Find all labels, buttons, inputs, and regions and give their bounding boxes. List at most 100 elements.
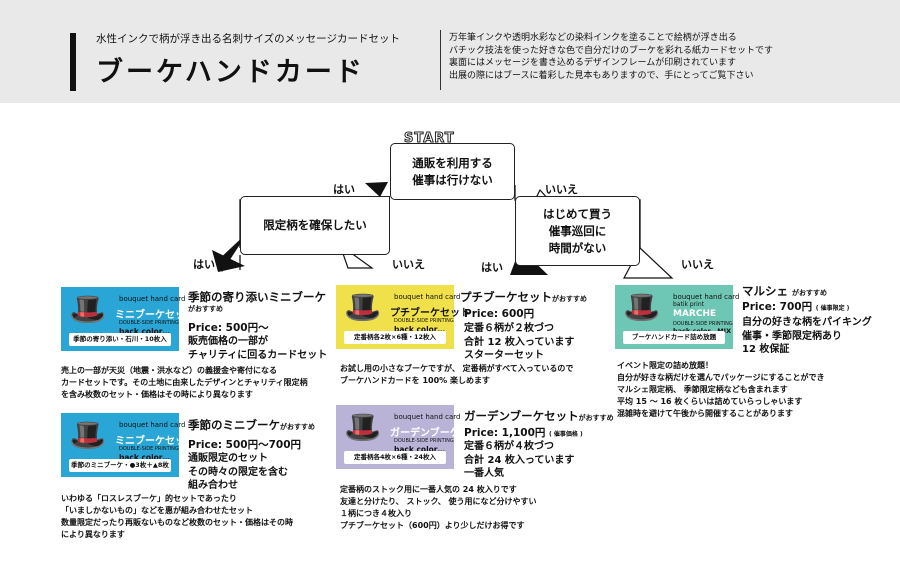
- header-desc-line: バチック技法を使った好きな色で自分だけのブーケを彩れる紙カードセットです: [449, 45, 774, 56]
- desc-line: 数量限定だったり再販ないものなど枚数のセット・価格はその時: [61, 518, 293, 527]
- card-double: DOUBLE-SIDE PRINTING: [673, 321, 733, 327]
- product-price: Price: 500円～700円: [188, 439, 302, 451]
- card-back: back color…: [394, 445, 445, 454]
- highlight-line: 販売価格の一部が: [188, 336, 268, 347]
- card-product-name: プチブーケセット: [390, 308, 470, 319]
- product-price: Price: 500円～: [188, 322, 269, 334]
- start-label: START: [404, 131, 455, 147]
- highlight-line: その時々の限定を含む: [188, 466, 288, 478]
- card-product-name: ミニブーケセット: [115, 310, 195, 321]
- product-description: イベント限定の詰め放題！ 自分が好きな柄だけを選んでパッケージにすることができ …: [617, 360, 825, 420]
- desc-line: 定番柄のストック用に一番人気の 24 枚入りです: [340, 485, 517, 494]
- desc-line: 混雑時を避けて午後から開催することがあります: [617, 409, 793, 418]
- desc-line: により異なります: [61, 530, 125, 539]
- product-highlights: 定番６柄が４枚づつ 合計 24 枚入っています 一番人気: [464, 440, 574, 481]
- card-band: 定番柄各4枚×6種・24枚入: [344, 451, 446, 464]
- header: 水性インクで柄が浮き出る名刺サイズのメッセージカードセット ブーケハンドカード …: [0, 0, 900, 103]
- question-line: はじめて買う: [543, 206, 612, 221]
- witch-hat-icon: 🎩: [623, 290, 661, 325]
- product-highlights: 販売価格の一部が チャリティに回るカードセット: [188, 335, 327, 362]
- desc-line: ブーケハンドカードを 100% 楽しめます: [340, 376, 490, 385]
- highlight-line: スターターセット: [464, 350, 544, 361]
- card-band: 定番柄各2枚×6種・12枚入: [344, 331, 446, 344]
- label-no: いいえ: [392, 258, 425, 271]
- card-band: ブーケハンドカード詰め放題: [623, 331, 725, 344]
- product-name: 季節のミニブーケ: [188, 418, 280, 432]
- question-first-box: はじめて買う 催事巡回に 時間がない: [515, 196, 640, 266]
- witch-hat-icon: 🎩: [69, 292, 107, 327]
- product-price: Price: 1,100円 ( 催事価格 ): [464, 425, 583, 440]
- card-brand: bouquet hand card: [673, 293, 740, 301]
- product-name: プチブーケセット: [460, 290, 552, 304]
- header-accent-bar: [70, 33, 76, 91]
- highlight-line: 定番６柄が２枚づつ: [464, 323, 554, 334]
- card-double: DOUBLE-SIDE PRINTING: [394, 318, 454, 324]
- label-yes: はい: [333, 183, 355, 196]
- highlight-line: 通販限定のセット: [188, 453, 268, 464]
- product-highlights: 定番６柄が２枚づつ 合計 12 枚入っています スターターセット: [464, 322, 574, 363]
- card-back: back color…: [119, 327, 170, 336]
- desc-line: 売上の一部が天災（地震・洪水など）の義援金や寄付になる: [61, 366, 277, 375]
- product-description: 定番柄のストック用に一番人気の 24 枚入りです 友達と分けたり、 ストック、 …: [340, 484, 537, 532]
- price-value: Price: 700円: [742, 301, 813, 313]
- highlight-line: 組み合わせ: [188, 480, 238, 491]
- desc-line: お試し用の小さなブーケですが、 定番柄がすべて入っているので: [340, 364, 574, 373]
- card-double: DOUBLE-SIDE PRINTING: [119, 446, 179, 452]
- question-online-box: 通販を利用する 催事は行けない: [390, 143, 515, 200]
- card-brand: bouquet hand card: [394, 293, 461, 301]
- product-price: Price: 600円: [464, 308, 535, 320]
- card-brand: bouquet hand card: [394, 413, 461, 421]
- product-description: 売上の一部が天災（地震・洪水など）の義援金や寄付になる カードセットです。その土…: [61, 365, 308, 401]
- desc-line: 友達と分けたり、 ストック、 使う用になど分けやすい: [340, 497, 537, 506]
- product-card-garden: 🎩 bouquet hand card ガーデンブーケセット DOUBLE-SI…: [336, 405, 490, 469]
- desc-line: 自分が好きな柄だけを選んでパッケージにすることができ: [617, 373, 825, 382]
- card-double: DOUBLE-SIDE PRINTING: [119, 320, 179, 326]
- product-tag: がおすすめ: [552, 295, 587, 303]
- highlight-line: 催事・季節限定柄あり: [742, 330, 842, 342]
- question-line: 通販を利用する: [412, 155, 493, 170]
- desc-line: 平均 15 ～ 16 枚くらいは詰めていらっしゃいます: [617, 397, 803, 406]
- witch-hat-icon: 🎩: [69, 418, 107, 453]
- card-brand: bouquet hand card: [119, 295, 186, 303]
- price-value: Price: 1,100円: [464, 427, 546, 439]
- desc-line: １柄につき４枚入り: [340, 509, 412, 518]
- product-card-mini-seasonal: 🎩 bouquet hand card ミニブーケセット DOUBLE-SIDE…: [61, 413, 195, 477]
- highlight-line: 12 枚保証: [742, 344, 790, 355]
- card-double: DOUBLE-SIDE PRINTING: [394, 438, 454, 444]
- witch-hat-icon: 🎩: [344, 290, 382, 325]
- card-band: 季節の寄り添い・石川・10枚入: [69, 333, 171, 346]
- product-tag: がおすすめ: [280, 423, 315, 431]
- desc-line: マルシェ限定柄、 季節限定柄なども含まれます: [617, 385, 788, 394]
- arrow-head-yes-left-b: [212, 250, 245, 272]
- label-yes: はい: [193, 258, 215, 271]
- card-batik: batik print: [673, 301, 704, 308]
- arrow-head-q1-yes: [365, 182, 388, 197]
- product-name: マルシェ: [742, 284, 788, 298]
- highlight-line: 自分の好きな柄をパイキング: [742, 317, 872, 328]
- card-product-name: ミニブーケセット: [115, 436, 195, 447]
- product-description: お試し用の小さなブーケですが、 定番柄がすべて入っているので ブーケハンドカード…: [340, 363, 573, 387]
- product-title: 季節の寄り添いミニブーケ: [188, 289, 326, 305]
- card-band: 季節のミニブーケ・●3枚＋▲8枚: [69, 459, 171, 472]
- highlight-line: 定番６柄が４枚づつ: [464, 441, 554, 452]
- product-highlights: 通販限定のセット その時々の限定を含む 組み合わせ: [188, 452, 288, 493]
- product-card-petit: 🎩 bouquet hand card プチブーケセット DOUBLE-SIDE…: [336, 285, 470, 349]
- desc-line: を含み枚数のセット・価格はその時により異なります: [61, 390, 253, 399]
- highlight-line: 合計 24 枚入っています: [464, 454, 575, 466]
- card-back: back color…: [119, 453, 170, 462]
- question-line: 催事は行けない: [412, 172, 493, 187]
- card-product-name: MARCHE: [673, 309, 717, 319]
- product-description: いわゆる「ロスレスブーケ」的セットであったり 「いましかないもの」などを惠が組み…: [61, 493, 293, 541]
- product-title: ガーデンブーケセットがおすすめ: [464, 408, 614, 424]
- header-desc-line: 裏面にはメッセージを書き込めるデザインフレームが印刷されています: [449, 58, 737, 68]
- highlight-line: 合計 12 枚入っています: [464, 336, 575, 348]
- product-tag: がおすすめ: [578, 414, 614, 422]
- tagline: 水性インクで柄が浮き出る名刺サイズのメッセージカードセット: [96, 33, 400, 45]
- card-back: back color…: [394, 325, 445, 334]
- desc-line: いわゆる「ロスレスブーケ」的セットであったり: [61, 494, 237, 503]
- product-title: 季節のミニブーケがおすすめ: [188, 417, 315, 433]
- product-name: 季節の寄り添いミニブーケ: [188, 290, 326, 304]
- price-note: ( 催事限定 ): [815, 305, 850, 312]
- question-line: 時間がない: [548, 240, 607, 255]
- question-limited-box: 限定柄を確保したい: [240, 196, 390, 255]
